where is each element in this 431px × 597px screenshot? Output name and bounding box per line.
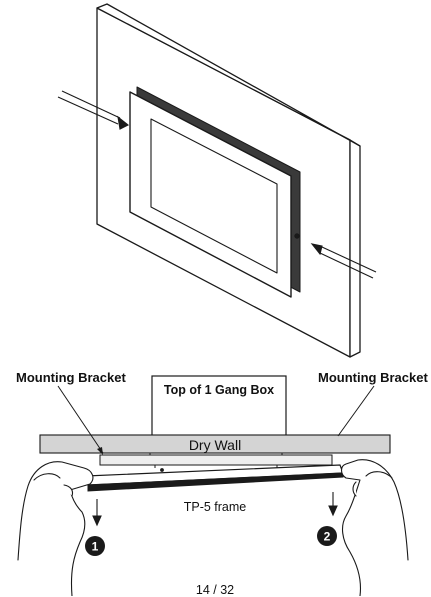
step-badge-2: 2 — [317, 526, 337, 546]
arrow-down-right — [328, 492, 338, 517]
pointer-left-arrowhead — [97, 447, 103, 455]
screwdriver-left — [57, 90, 130, 130]
arrow-down-left — [92, 499, 102, 527]
touch-panel-screen — [150, 118, 278, 274]
mounting-bracket-label-left: Mounting Bracket — [16, 370, 126, 385]
wall-plate-side — [349, 139, 361, 358]
dry-wall — [39, 434, 391, 454]
frame-label: TP-5 frame — [183, 500, 247, 514]
right-hand — [340, 459, 409, 596]
step-badge-1: 1 — [85, 536, 105, 556]
touch-panel — [129, 86, 301, 298]
gang-box — [151, 375, 287, 437]
touch-panel-button — [294, 233, 300, 239]
step-badge-2-label: 2 — [324, 530, 331, 544]
step-badge-1-label: 1 — [92, 540, 99, 554]
mounting-bracket-label-right: Mounting Bracket — [318, 370, 428, 385]
screwdriver-right — [310, 243, 377, 279]
mounting-bracket — [99, 453, 333, 468]
gang-box-label: Top of 1 Gang Box — [163, 383, 275, 397]
pointer-left-bracket — [57, 385, 104, 454]
dry-wall-label: Dry Wall — [188, 437, 242, 453]
page-number: 14 / 32 — [195, 583, 235, 597]
wall-plate-top — [96, 3, 361, 147]
tp5-frame — [85, 464, 344, 492]
left-hand — [17, 461, 94, 596]
pointer-right-bracket — [337, 385, 375, 437]
